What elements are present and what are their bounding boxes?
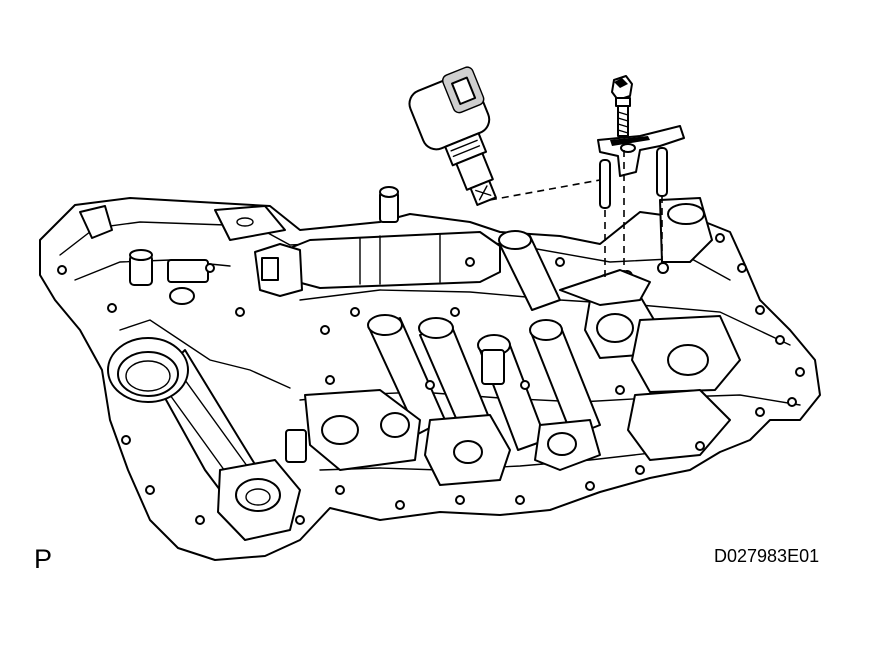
view-letter-label: P [34,544,53,574]
lock-plate-icon [597,125,685,177]
figure-code-label: D027983E01 [714,546,820,566]
pin-icon [599,147,668,209]
solenoid-icon [408,66,497,206]
assembly-guide-lines [489,150,663,282]
valve-body-icon [39,186,821,561]
bolt-icon [611,75,633,137]
